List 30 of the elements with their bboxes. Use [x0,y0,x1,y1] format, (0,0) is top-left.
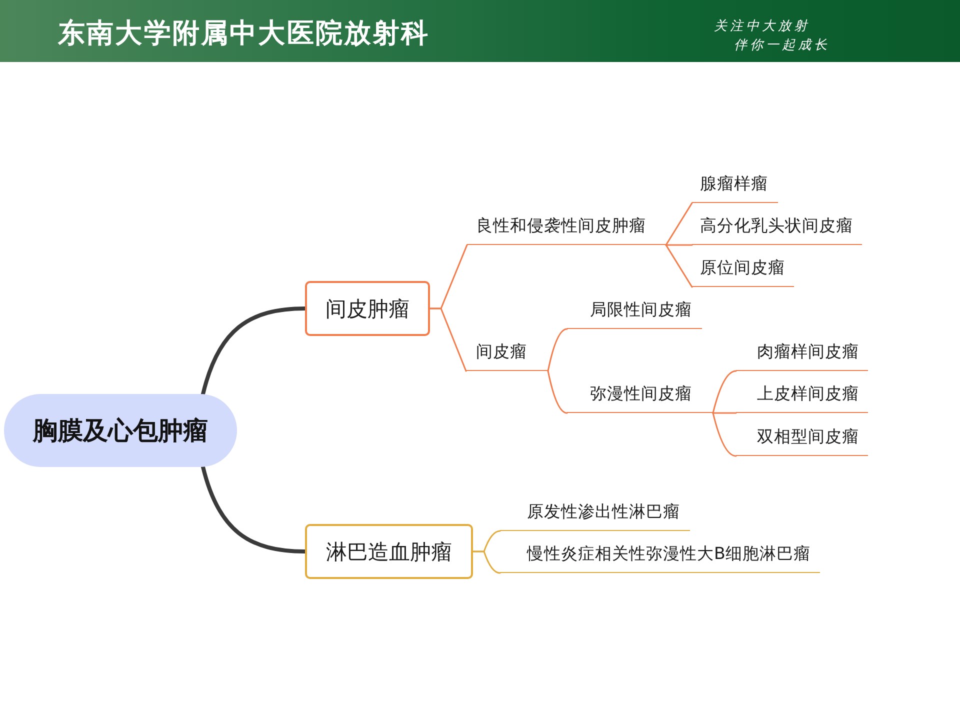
slogan-text: 关注中大放射 [714,18,810,36]
branch-line [547,370,568,414]
topic-box: 间皮肿瘤 [305,281,430,336]
branch-line [712,412,737,414]
underlined-topic: 弥漫性间皮瘤 [567,379,713,413]
underlined-topic: 原位间皮瘤 [692,253,794,287]
branch-line [712,370,737,414]
underlined-topic: 上皮样间皮瘤 [736,379,868,413]
branch-line [665,244,693,288]
slogan-text: 伴你一起成长 [734,37,830,55]
root-topic: 胸膜及心包肿瘤 [4,394,237,467]
underlined-topic: 腺瘤样瘤 [692,169,778,203]
header-title: 东南大学附属中大医院放射科 [58,17,430,51]
branch-line [665,202,693,246]
branch-line [712,412,737,457]
underlined-topic: 良性和侵袭性间皮肿瘤 [467,211,666,245]
underlined-topic: 高分化乳头状间皮瘤 [692,211,862,245]
branch-line [429,308,467,372]
underlined-topic: 慢性炎症相关性弥漫性大B细胞淋巴瘤 [500,539,820,573]
branch-line [547,328,568,372]
underlined-topic: 局限性间皮瘤 [567,295,702,329]
underlined-topic: 双相型间皮瘤 [736,422,868,456]
branch-line [201,465,307,554]
underlined-topic: 原发性渗出性淋巴瘤 [500,497,690,531]
underlined-topic: 间皮瘤 [466,337,548,371]
branch-line [472,550,501,574]
underlined-topic: 肉瘤样间皮瘤 [736,337,868,371]
topic-box: 淋巴造血肿瘤 [305,524,473,579]
branch-line [201,306,307,396]
branch-line [665,244,693,246]
